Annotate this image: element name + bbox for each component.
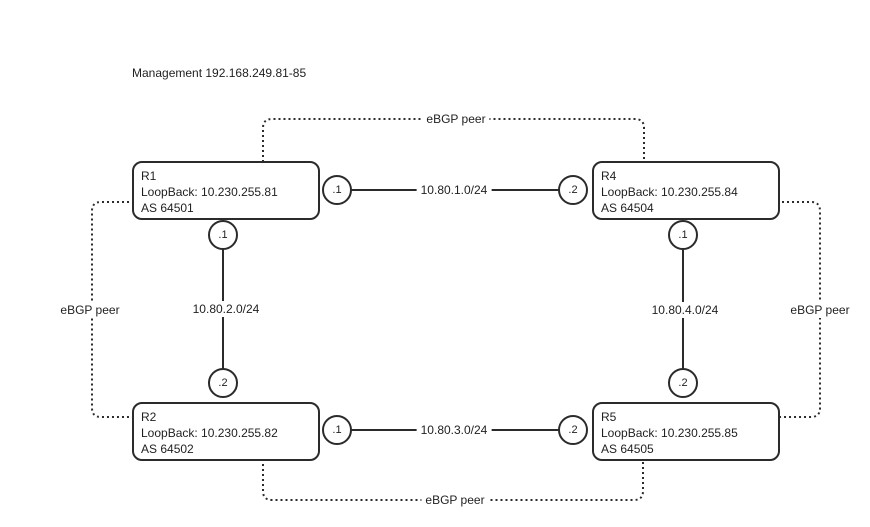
port-octet-r2-to-r5: .1 [322, 415, 352, 445]
port-octet-r2-to-r1: .2 [208, 368, 238, 398]
ebgp-peer-label-right: eBGP peer [786, 302, 854, 318]
port-octet-r1-to-r2: .1 [208, 220, 238, 250]
router-loopback: LoopBack: 10.230.255.82 [141, 426, 278, 440]
router-node-r5: R5 LoopBack: 10.230.255.85 AS 64505 [592, 402, 780, 461]
router-name: R2 [141, 410, 157, 424]
router-loopback: LoopBack: 10.230.255.85 [601, 426, 738, 440]
subnet-label-r4-r5: 10.80.4.0/24 [647, 302, 723, 318]
router-node-r1: R1 LoopBack: 10.230.255.81 AS 64501 [132, 161, 320, 220]
port-octet-r5-to-r4: .2 [668, 368, 698, 398]
subnet-label-r1-r2: 10.80.2.0/24 [188, 301, 264, 317]
port-octet-r1-to-r4: .1 [322, 175, 352, 205]
subnet-label-r2-r5: 10.80.3.0/24 [416, 422, 492, 438]
router-loopback: LoopBack: 10.230.255.84 [601, 185, 738, 199]
router-asn: AS 64505 [601, 442, 654, 456]
ebgp-peer-label-left: eBGP peer [56, 302, 124, 318]
ebgp-peer-label-bottom: eBGP peer [421, 492, 489, 508]
router-node-r4: R4 LoopBack: 10.230.255.84 AS 64504 [592, 161, 780, 220]
port-octet-r5-to-r2: .2 [558, 415, 588, 445]
ebgp-peer-label-top: eBGP peer [422, 111, 490, 127]
ebgp-dotted-line-bottom [262, 459, 644, 501]
port-octet-r4-to-r1: .2 [558, 175, 588, 205]
router-asn: AS 64504 [601, 201, 654, 215]
management-subnet-label: Management 192.168.249.81-85 [132, 66, 307, 80]
router-asn: AS 64502 [141, 442, 194, 456]
router-loopback: LoopBack: 10.230.255.81 [141, 185, 278, 199]
router-name: R4 [601, 169, 617, 183]
router-asn: AS 64501 [141, 201, 194, 215]
port-octet-r4-to-r5: .1 [668, 220, 698, 250]
router-name: R1 [141, 169, 157, 183]
router-node-r2: R2 LoopBack: 10.230.255.82 AS 64502 [132, 402, 320, 461]
ebgp-dotted-line-right [777, 201, 821, 418]
router-name: R5 [601, 410, 617, 424]
subnet-label-r1-r4: 10.80.1.0/24 [416, 182, 492, 198]
